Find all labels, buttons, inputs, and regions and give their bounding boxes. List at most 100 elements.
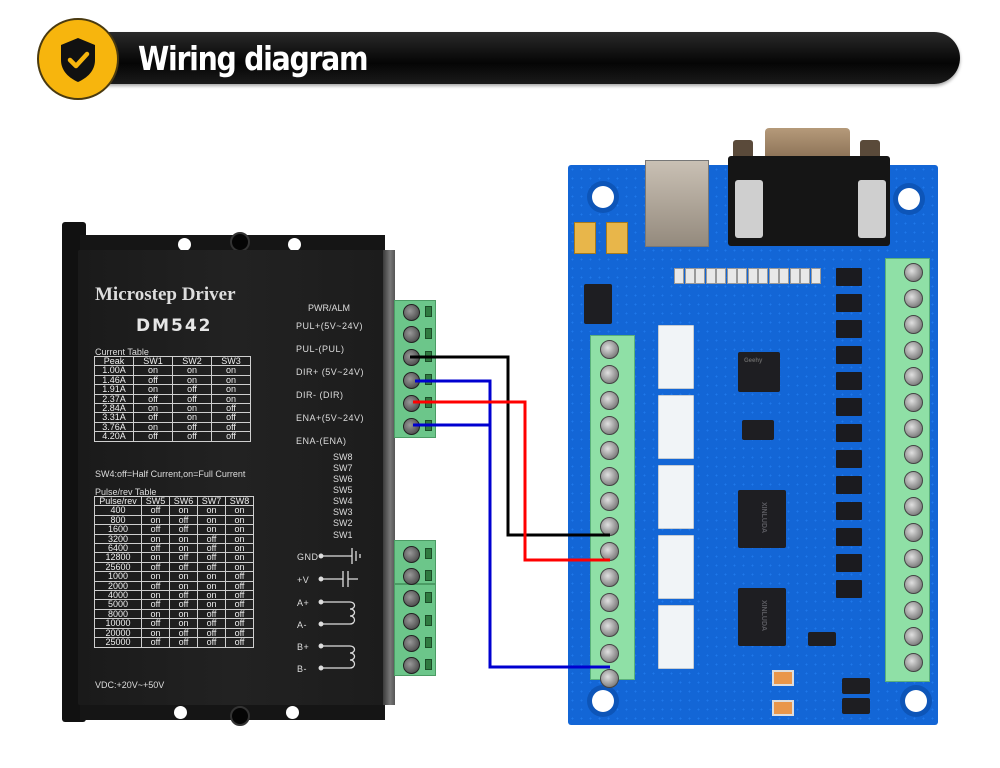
smd-resistor — [810, 268, 821, 284]
table-cell: off — [225, 590, 254, 601]
crystal — [742, 420, 774, 440]
switch-label: SW6 — [333, 474, 353, 484]
terminal-screw[interactable] — [904, 471, 923, 490]
terminal-screw[interactable] — [904, 289, 923, 308]
switch-label: SW2 — [333, 518, 353, 528]
wire-black — [410, 355, 610, 537]
terminal-screw[interactable] — [904, 341, 923, 360]
terminal-screw[interactable] — [904, 315, 923, 334]
terminal-screw[interactable] — [600, 340, 619, 359]
table-cell: off — [225, 571, 254, 582]
terminal-screw[interactable] — [403, 546, 420, 563]
optocoupler — [836, 268, 862, 286]
terminal-slot — [425, 548, 432, 559]
screw-icon — [230, 706, 250, 726]
vdc-note: VDC:+20V~+50V — [95, 680, 165, 690]
smd-resistor — [716, 268, 726, 284]
terminal-screw[interactable] — [904, 549, 923, 568]
terminal-slot — [425, 659, 432, 670]
driver-side-edge — [383, 250, 395, 705]
terminal-screw[interactable] — [403, 304, 420, 321]
header-connector — [658, 325, 694, 389]
mount-hole — [286, 706, 299, 719]
terminal-screw[interactable] — [403, 635, 420, 652]
signal-label-ena-plus: ENA+(5V~24V) — [296, 413, 365, 423]
terminal-screw[interactable] — [600, 415, 619, 435]
pcb-mount-hole — [898, 188, 920, 210]
diode — [842, 678, 870, 694]
terminal-screw[interactable] — [904, 523, 923, 542]
terminal-screw[interactable] — [904, 263, 923, 282]
terminal-screw[interactable] — [403, 326, 420, 343]
terminal-screw[interactable] — [600, 491, 619, 511]
terminal-screw[interactable] — [600, 618, 619, 638]
switch-label: SW3 — [333, 507, 353, 517]
coil-a-icon — [321, 601, 356, 625]
ground-icon — [321, 548, 361, 564]
terminal-screw[interactable] — [403, 657, 420, 674]
switch-label: SW8 — [333, 452, 353, 462]
terminal-screw[interactable] — [600, 567, 619, 587]
terminal-screw[interactable] — [600, 466, 619, 486]
terminal-screw[interactable] — [904, 497, 923, 516]
voltage-regulator — [584, 284, 612, 324]
mount-hole — [288, 238, 301, 251]
terminal-screw[interactable] — [600, 668, 619, 688]
terminal-screw[interactable] — [904, 653, 923, 672]
driver-title: Microstep Driver — [95, 284, 236, 305]
smd-resistor — [758, 268, 768, 284]
signal-label-dir-minus: DIR- (DIR) — [296, 390, 344, 400]
terminal-screw[interactable] — [904, 393, 923, 412]
terminal-screw[interactable] — [904, 445, 923, 464]
terminal-screw[interactable] — [904, 419, 923, 438]
power-label-b-plus: B+ — [297, 642, 310, 652]
tantalum-capacitor — [574, 222, 596, 254]
terminal-slot — [425, 615, 432, 626]
terminal-screw[interactable] — [904, 575, 923, 594]
signal-label-pul-minus: PUL-(PUL) — [296, 344, 345, 354]
table-cell: on — [225, 533, 254, 545]
smd-capacitor — [772, 670, 794, 686]
smd-capacitor — [772, 700, 794, 716]
usb-b-connector — [645, 160, 709, 247]
column-header: SW8 — [225, 495, 254, 507]
terminal-screw[interactable] — [600, 643, 619, 663]
terminal-screw[interactable] — [904, 367, 923, 386]
pcb-mount-hole — [905, 690, 927, 712]
terminal-screw[interactable] — [600, 593, 619, 612]
wire-blue-dir-plus — [415, 379, 610, 669]
terminal-screw[interactable] — [600, 365, 619, 385]
optocoupler — [836, 294, 862, 312]
terminal-slot — [425, 570, 432, 581]
terminal-screw[interactable] — [904, 601, 923, 620]
terminal-screw[interactable] — [403, 590, 420, 607]
tantalum-capacitor — [606, 222, 628, 254]
terminal-screw[interactable] — [600, 390, 619, 410]
header-connector — [658, 395, 694, 459]
power-label-gnd: GND — [297, 552, 319, 562]
switch-label: SW1 — [333, 530, 353, 540]
terminal-screw[interactable] — [403, 568, 420, 585]
optocoupler — [836, 476, 862, 494]
optocoupler — [836, 580, 862, 598]
smd-resistor — [800, 268, 810, 284]
terminal-screw[interactable] — [600, 441, 619, 461]
wire-red — [413, 400, 610, 562]
optocoupler — [836, 372, 862, 390]
terminal-screw[interactable] — [904, 627, 923, 646]
optocoupler — [836, 424, 862, 442]
terminal-screw[interactable] — [403, 613, 420, 630]
